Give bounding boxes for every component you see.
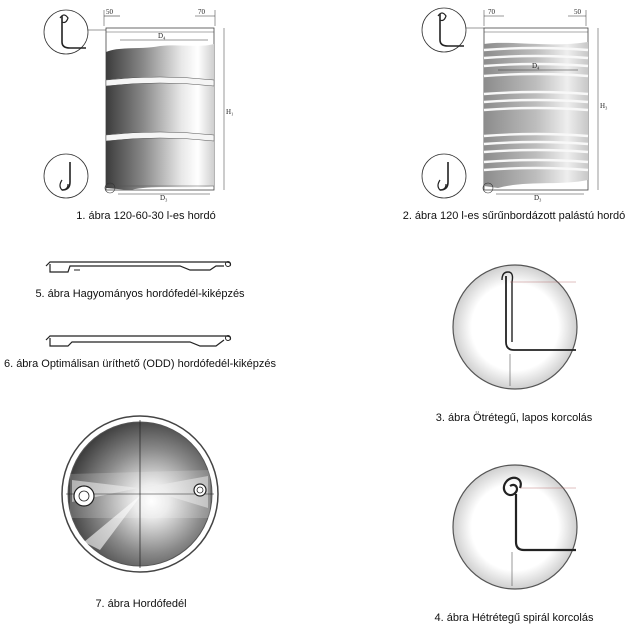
d3-label: D₃ — [534, 194, 542, 202]
figure-3-flat-seam-detail — [452, 264, 578, 390]
figure-3-caption: 3. ábra Ötrétegű, lapos korcolás — [435, 412, 593, 424]
h1-label: H₁ — [226, 108, 234, 116]
small-bung-hole — [193, 483, 207, 497]
figure-5-lid-profile — [45, 261, 232, 273]
figure-4-caption: 4. ábra Hétrétegű spirál korcolás — [434, 612, 594, 624]
h3-label: H₃ — [600, 102, 608, 110]
figure-6-caption: 6. ábra Optimálisan üríthető (ODD) hordó… — [3, 358, 277, 370]
dim-50-label: 50 — [574, 8, 582, 16]
d4-label: D₄ — [532, 62, 540, 70]
figure-2-ribbed-drum-drawing: 70 50 D₄ D₃ H₃ — [421, 7, 608, 202]
figure-1-drum-drawing: 50 70 D₄ D₃ H₁ — [43, 8, 234, 202]
top-seam-detail-circle — [43, 9, 89, 55]
top-seam-detail-circle — [421, 7, 467, 53]
d4-label: D₄ — [158, 32, 166, 40]
bottom-seam-detail-circle — [421, 153, 467, 199]
figure-2-caption: 2. ábra 120 l-es sűrűnbordázott palástú … — [402, 210, 626, 222]
figure-5-caption: 5. ábra Hagyományos hordófedél-kiképzés — [35, 288, 245, 300]
figure-1-caption: 1. ábra 120-60-30 l-es hordó — [76, 210, 216, 222]
dim-70-label: 70 — [198, 8, 206, 16]
figure-7-drum-lid — [61, 415, 219, 573]
figure-4-spiral-seam-detail — [452, 464, 578, 590]
large-bung-hole — [73, 485, 95, 507]
figure-7-caption: 7. ábra Hordófedél — [95, 598, 187, 610]
dim-70-label: 70 — [488, 8, 496, 16]
dim-50-label: 50 — [106, 8, 114, 16]
d3-label: D₃ — [160, 194, 168, 202]
figure-6-odd-lid-profile — [45, 335, 232, 347]
bottom-seam-detail-circle — [43, 153, 89, 199]
